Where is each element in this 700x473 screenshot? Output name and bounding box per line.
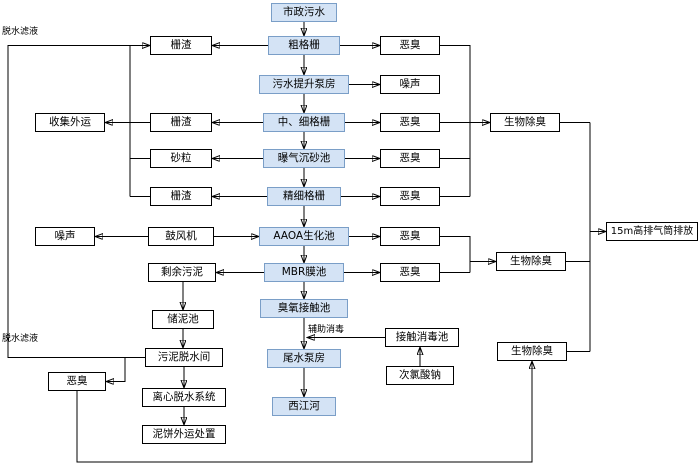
node-fine-screen: 精细格栅 bbox=[267, 187, 341, 206]
node-xijiang-river: 西江河 bbox=[272, 397, 336, 416]
node-municipal-sewage: 市政污水 bbox=[271, 3, 337, 22]
node-odor-5: 恶臭 bbox=[380, 227, 440, 246]
node-tailwater-pump: 尾水泵房 bbox=[267, 349, 341, 368]
node-contact-disinfection-tank: 接触消毒池 bbox=[385, 328, 459, 347]
node-centrifuge-system: 离心脱水系统 bbox=[142, 388, 226, 407]
node-noise-right: 噪声 bbox=[380, 75, 440, 94]
node-ozone-contact-tank: 臭氧接触池 bbox=[260, 299, 348, 318]
node-lift-pump-station: 污水提升泵房 bbox=[259, 75, 349, 94]
node-screen-residue-3: 栅渣 bbox=[150, 187, 212, 206]
node-screen-residue-2: 栅渣 bbox=[150, 113, 212, 132]
node-bio-deodorization-1: 生物除臭 bbox=[490, 113, 560, 132]
node-mid-fine-screen: 中、细格栅 bbox=[263, 113, 345, 132]
right-side-arrows bbox=[340, 46, 606, 352]
node-dewatering-room: 污泥脱水间 bbox=[145, 348, 223, 367]
sludge-chain-arrows bbox=[183, 282, 184, 425]
label-dewatering-filtrate-bottom: 脱水滤液 bbox=[2, 334, 39, 344]
node-odor-4: 恶臭 bbox=[380, 187, 440, 206]
node-exhaust-stack: 15m高排气筒排放 bbox=[606, 222, 698, 241]
node-bio-deodorization-2: 生物除臭 bbox=[496, 252, 566, 271]
recycle-and-odor-lines bbox=[7, 46, 532, 463]
node-sludge-storage: 储泥池 bbox=[152, 310, 214, 329]
node-bio-deodorization-3: 生物除臭 bbox=[497, 342, 567, 361]
label-auxiliary-disinfection: 辅助消毒 bbox=[308, 325, 345, 335]
node-grit: 砂粒 bbox=[150, 149, 212, 168]
node-aaoa-bio-tank: AAOA生化池 bbox=[259, 227, 349, 246]
node-odor-3: 恶臭 bbox=[380, 149, 440, 168]
node-collect-transport: 收集外运 bbox=[35, 113, 105, 132]
node-coarse-screen: 粗格栅 bbox=[268, 36, 340, 55]
node-noise-left: 噪声 bbox=[35, 227, 95, 246]
node-aerated-grit-tank: 曝气沉砂池 bbox=[263, 149, 345, 168]
label-dewatering-filtrate-top: 脱水滤液 bbox=[2, 27, 39, 37]
node-odor-1: 恶臭 bbox=[380, 36, 440, 55]
node-odor-6: 恶臭 bbox=[380, 263, 440, 282]
node-sodium-hypochlorite: 次氯酸钠 bbox=[386, 366, 454, 385]
node-odor-bottom-left: 恶臭 bbox=[48, 372, 106, 391]
node-cake-disposal: 泥饼外运处置 bbox=[142, 425, 226, 444]
node-odor-2: 恶臭 bbox=[380, 113, 440, 132]
node-mbr-membrane-tank: MBR膜池 bbox=[264, 263, 344, 282]
node-screen-residue-1: 栅渣 bbox=[150, 36, 212, 55]
node-excess-sludge: 剩余污泥 bbox=[148, 263, 216, 282]
node-blower: 鼓风机 bbox=[148, 227, 214, 246]
